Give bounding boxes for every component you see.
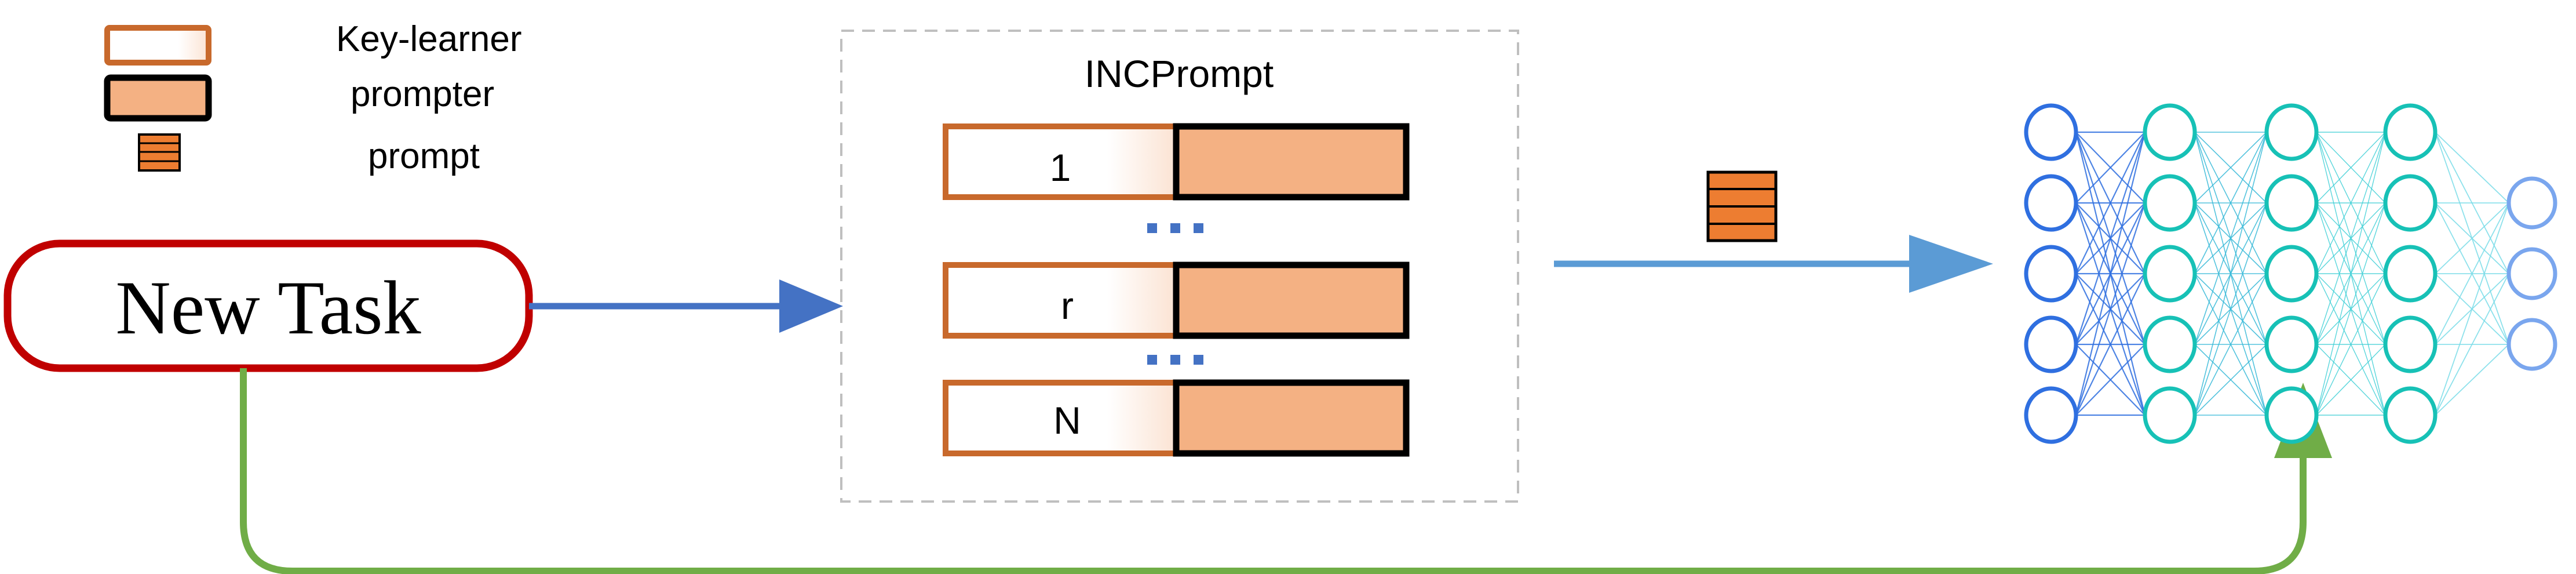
network-edge bbox=[2075, 132, 2146, 345]
network-edge bbox=[2194, 132, 2267, 345]
network-node bbox=[2506, 318, 2557, 371]
legend: Key-learner prompter prompt bbox=[104, 19, 521, 176]
network-edge bbox=[2316, 132, 2386, 416]
prompt-to-network-arrow bbox=[1554, 235, 1993, 293]
incprompt-title: INCPrompt bbox=[1085, 52, 1274, 95]
legend-prompt-label: prompt bbox=[368, 136, 480, 176]
legend-prompt-icon bbox=[138, 133, 181, 172]
network-edge bbox=[2194, 344, 2267, 416]
network-node bbox=[2143, 245, 2197, 303]
prompt-icon bbox=[1706, 170, 1778, 242]
network-edge bbox=[2316, 132, 2386, 204]
network-node bbox=[2024, 174, 2078, 232]
network-node bbox=[2024, 315, 2078, 373]
network-edge bbox=[2435, 344, 2509, 416]
legend-key-learner-label: Key-learner bbox=[336, 19, 521, 59]
network-edge bbox=[2316, 273, 2386, 416]
incprompt-module: INCPrompt 1 r N bbox=[840, 30, 1519, 503]
prompt-slot: 1 bbox=[943, 123, 1410, 201]
network-edge bbox=[2075, 132, 2146, 416]
network-edge bbox=[2435, 202, 2509, 345]
network-node bbox=[2383, 386, 2438, 444]
key-learner-box bbox=[943, 262, 1179, 339]
network-edge bbox=[2194, 132, 2267, 416]
network-edge bbox=[2075, 132, 2146, 204]
network-node bbox=[2506, 176, 2557, 230]
network-edge bbox=[2435, 202, 2509, 416]
network-node bbox=[2143, 174, 2197, 232]
network-edge bbox=[2194, 273, 2267, 416]
slot-label: 1 bbox=[1050, 146, 1071, 189]
ellipsis bbox=[1147, 223, 1203, 233]
network-edge bbox=[2075, 344, 2146, 416]
network-edge bbox=[2435, 202, 2509, 274]
network-node bbox=[2264, 386, 2319, 444]
network-nodes bbox=[2024, 103, 2557, 444]
network-edge bbox=[2435, 132, 2509, 204]
network-node bbox=[2024, 386, 2078, 444]
legend-key-learner-swatch bbox=[104, 25, 211, 66]
incprompt-container bbox=[840, 30, 1519, 503]
legend-prompter-swatch bbox=[104, 74, 212, 122]
network-edge bbox=[2075, 202, 2146, 416]
network-node bbox=[2143, 103, 2197, 161]
network-node bbox=[2383, 245, 2438, 303]
network-connections bbox=[2075, 131, 2509, 416]
network-node bbox=[2143, 386, 2197, 444]
network-node bbox=[2264, 103, 2319, 161]
network-node bbox=[2383, 103, 2438, 161]
network-node bbox=[2024, 245, 2078, 303]
network-node bbox=[2143, 315, 2197, 373]
ellipsis bbox=[1147, 355, 1203, 365]
network-edge bbox=[2316, 132, 2386, 345]
network-node bbox=[2383, 174, 2438, 232]
prompt-slot: N bbox=[943, 379, 1410, 457]
network-edge bbox=[2075, 273, 2146, 416]
prompter-box bbox=[1173, 379, 1410, 457]
network-node bbox=[2264, 245, 2319, 303]
network-node bbox=[2024, 103, 2078, 161]
network-node bbox=[2383, 315, 2438, 373]
new-task-label: New Task bbox=[115, 265, 421, 350]
network-edge bbox=[2075, 132, 2146, 274]
prompter-box bbox=[1173, 261, 1410, 339]
network-edge bbox=[2316, 132, 2386, 274]
network-edge bbox=[2194, 202, 2267, 416]
neural-network bbox=[2024, 103, 2557, 444]
task-to-incprompt-arrow bbox=[529, 279, 843, 333]
network-edge bbox=[2194, 132, 2267, 274]
prompt-slot: r bbox=[943, 261, 1410, 339]
network-edge bbox=[2194, 132, 2267, 204]
slot-label: r bbox=[1061, 284, 1074, 327]
slot-label: N bbox=[1053, 399, 1081, 442]
network-node bbox=[2264, 315, 2319, 373]
network-edge bbox=[2316, 344, 2386, 416]
network-node bbox=[2264, 174, 2319, 232]
network-edge bbox=[2435, 273, 2509, 416]
new-task-box: New Task bbox=[3, 239, 533, 372]
prompter-box bbox=[1173, 123, 1410, 201]
network-edge bbox=[2316, 202, 2386, 416]
key-learner-box bbox=[943, 123, 1179, 200]
network-node bbox=[2506, 247, 2557, 300]
legend-prompter-label: prompter bbox=[351, 74, 494, 114]
